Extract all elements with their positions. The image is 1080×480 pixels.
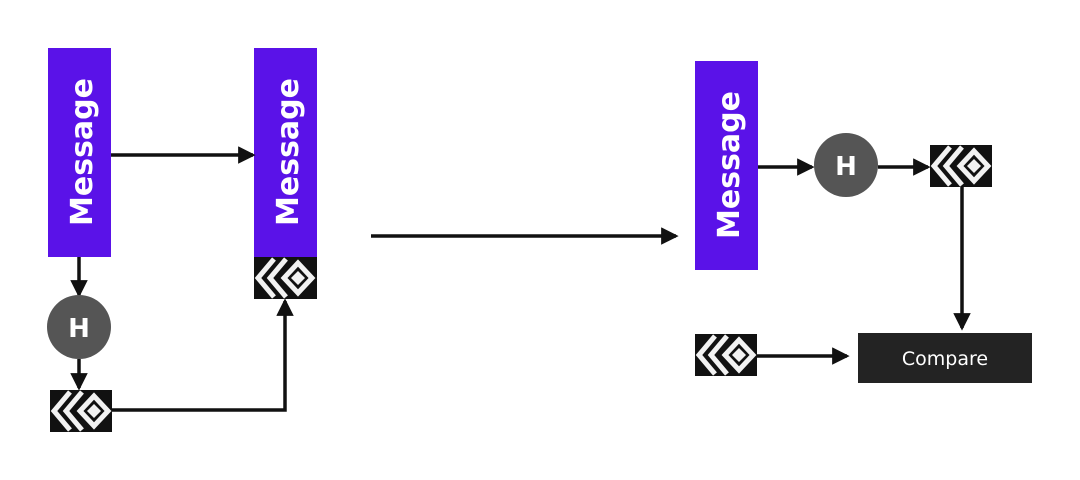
digest-icon-right <box>930 145 992 187</box>
compare-box: Compare <box>858 333 1032 383</box>
hash-label-right: H <box>835 152 857 182</box>
signing-section: Message Message H <box>47 48 317 432</box>
hash-node-left: H <box>47 295 111 359</box>
message-label-right: Message <box>712 91 747 239</box>
compare-label: Compare <box>902 348 988 370</box>
hash-node-right: H <box>814 133 878 197</box>
message-box-left: Message <box>48 48 111 257</box>
message-label-signed: Message <box>271 78 306 226</box>
verification-section: Message H Compare <box>695 61 1032 383</box>
signature-icon-left <box>50 390 112 432</box>
hash-label-left: H <box>68 314 90 344</box>
signature-attached-icon <box>254 257 317 299</box>
message-label-left: Message <box>65 78 100 226</box>
signature-icon-right <box>695 334 757 376</box>
message-box-right: Message <box>695 61 758 270</box>
arrow-signature-to-attached <box>112 298 294 412</box>
message-box-signed: Message <box>254 48 317 257</box>
